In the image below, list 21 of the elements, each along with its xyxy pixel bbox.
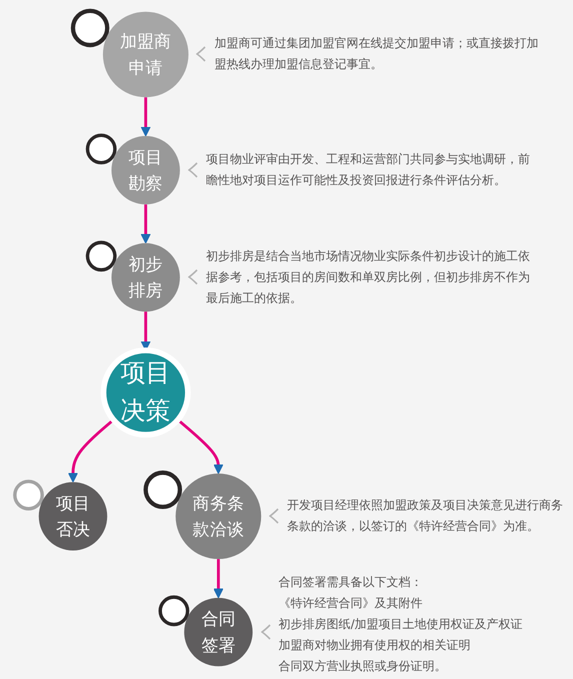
- step-description: 加盟商可通过集团加盟官网在线提交加盟申请；或直接拨打加盟热线办理加盟信息登记事宜。: [214, 35, 540, 74]
- document-list-item: 《特许经营合同》及其附件: [278, 595, 424, 612]
- arrow: [140, 204, 151, 244]
- step-circle: 项目勘察: [111, 136, 180, 204]
- step-description: 开发项目经理依照加盟政策及项目决策意见进行商务条款的洽谈，以签订的《特许经营合同》为准。: [287, 497, 564, 536]
- step-description: 项目物业评审由开发、工程和运营部门共同参与实地调研，前瞻性地对项目运作可能性及投资回报进行条件评估分析。: [206, 151, 531, 190]
- document-list-item: 合同双方营业执照或身份证明。: [278, 658, 448, 675]
- arrow: [213, 559, 224, 598]
- document-list-item: 合同签署需具备以下文档：: [278, 574, 424, 591]
- step-circle: 商务条款洽谈: [176, 474, 262, 560]
- step-circle: 合同签署: [184, 598, 253, 666]
- step-circle: 加盟商申请: [102, 12, 188, 98]
- arrow: [140, 97, 151, 136]
- document-list-item: 初步排房图纸/加盟项目土地使用权证及产权证: [278, 616, 524, 633]
- arrow: [176, 418, 224, 474]
- document-list-item: 加盟商对物业拥有使用权的相关证明: [278, 637, 472, 654]
- decision-circle: 项目决策: [100, 348, 191, 438]
- arrow: [68, 418, 114, 483]
- step-circle: 初步排房: [111, 243, 180, 312]
- step-circle: 项目否决: [38, 482, 108, 550]
- step-description: 初步排房是结合当地市场情况物业实际条件初步设计的施工依据参考，包括项目的房间数和单双房比例，但初步排房不作为最后施工的依据。: [206, 248, 531, 307]
